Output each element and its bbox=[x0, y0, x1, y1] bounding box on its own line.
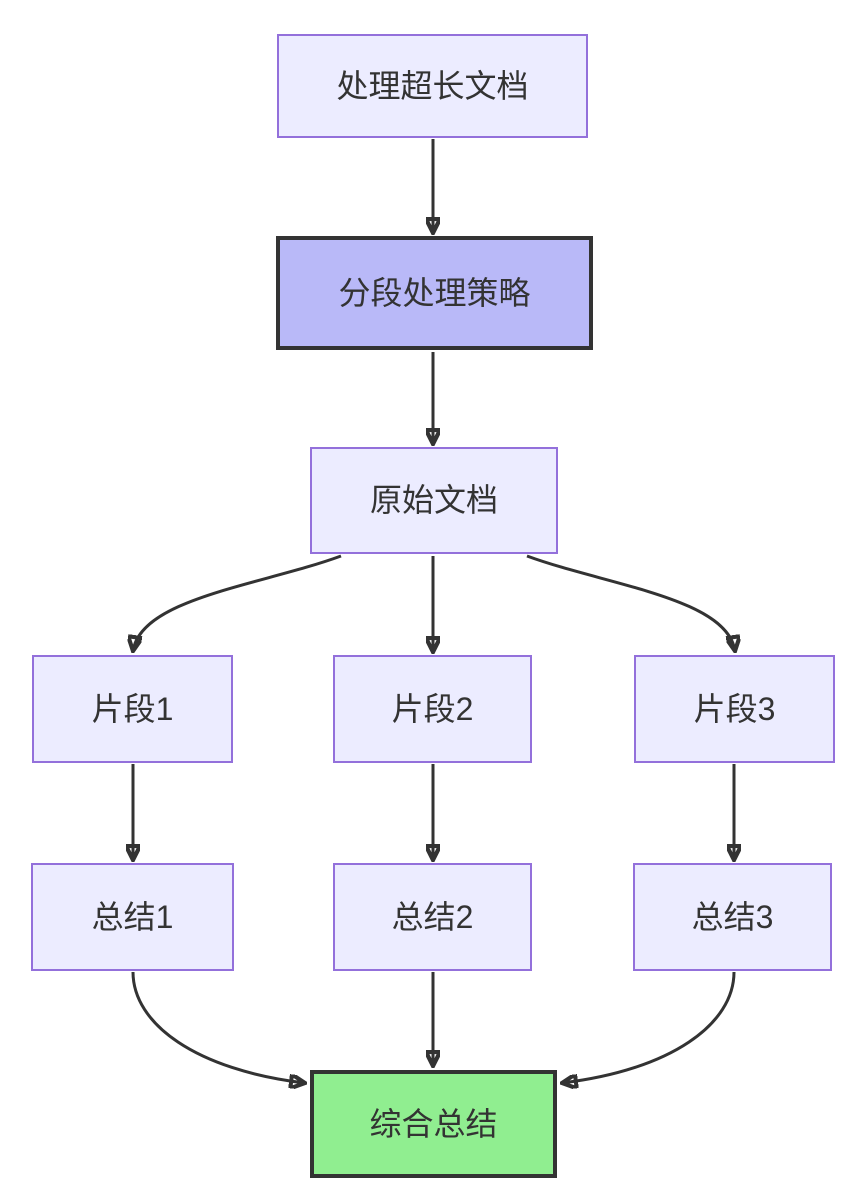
node-combined-summary: 综合总结 bbox=[310, 1070, 557, 1178]
node-label: 总结3 bbox=[691, 898, 774, 935]
node-summary-3: 总结3 bbox=[633, 863, 832, 971]
node-fragment-1: 片段1 bbox=[32, 655, 233, 763]
node-process-long-document: 处理超长文档 bbox=[277, 34, 588, 138]
node-label: 片段3 bbox=[693, 690, 776, 727]
node-label: 综合总结 bbox=[369, 1105, 498, 1142]
node-summary-1: 总结1 bbox=[31, 863, 234, 971]
node-label: 片段2 bbox=[391, 690, 474, 727]
node-fragment-2: 片段2 bbox=[333, 655, 532, 763]
edge-e3-f bbox=[562, 971, 736, 1083]
edge-e1-f bbox=[131, 971, 305, 1083]
edge-c-d1 bbox=[133, 554, 342, 651]
node-label: 总结2 bbox=[391, 898, 474, 935]
node-segmented-processing-strategy: 分段处理策略 bbox=[276, 236, 593, 350]
node-label: 分段处理策略 bbox=[338, 274, 531, 311]
edge-c-d3 bbox=[526, 554, 735, 651]
node-label: 片段1 bbox=[91, 690, 174, 727]
node-label: 总结1 bbox=[91, 898, 174, 935]
node-label: 处理超长文档 bbox=[336, 67, 529, 104]
node-summary-2: 总结2 bbox=[333, 863, 532, 971]
node-original-document: 原始文档 bbox=[310, 447, 558, 554]
node-fragment-3: 片段3 bbox=[634, 655, 835, 763]
node-label: 原始文档 bbox=[369, 482, 498, 519]
